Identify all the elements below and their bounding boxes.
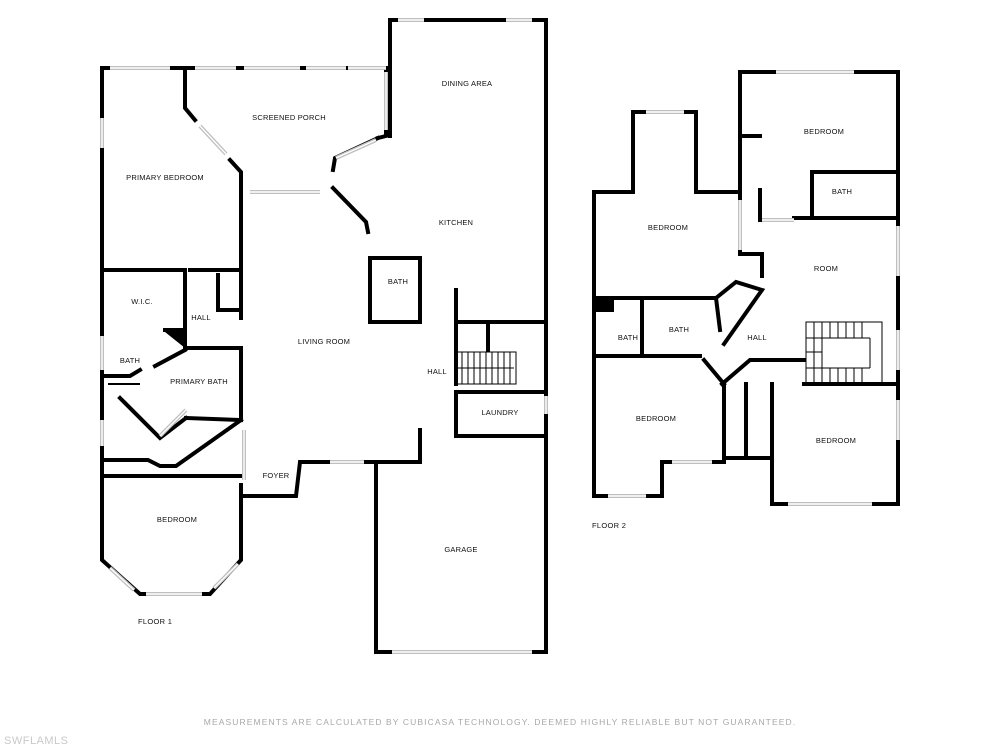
room-label-hall: HALL [747, 333, 767, 342]
room-label-screened-porch: SCREENED PORCH [252, 113, 326, 122]
floor-2: BEDROOM BATH BEDROOM ROOM BATH BATH HALL… [592, 70, 900, 530]
room-label-primary-bath: PRIMARY BATH [170, 377, 228, 386]
room-label-bath: BATH [388, 277, 408, 286]
room-label-kitchen: KITCHEN [439, 218, 473, 227]
room-label-primary-bedroom: PRIMARY BEDROOM [126, 173, 204, 182]
room-label-room: ROOM [814, 264, 838, 273]
watermark: SWFLAMLS [4, 735, 69, 747]
room-label-foyer: FOYER [263, 471, 290, 480]
room-label-bath: BATH [120, 356, 140, 365]
floor-2-stairs [805, 321, 883, 385]
room-label-bedroom: BEDROOM [804, 127, 844, 136]
room-label-bath: BATH [618, 333, 638, 342]
floor-2-labels: BEDROOM BATH BEDROOM ROOM BATH BATH HALL… [592, 127, 856, 530]
room-label-bedroom: BEDROOM [648, 223, 688, 232]
room-label-laundry: LAUNDRY [481, 408, 518, 417]
room-label-dining-area: DINING AREA [442, 79, 493, 88]
room-label-bedroom: BEDROOM [816, 436, 856, 445]
floor-label: FLOOR 2 [592, 521, 626, 530]
measurement-disclaimer: MEASUREMENTS ARE CALCULATED BY CUBICASA … [203, 717, 797, 727]
floor-1-windows [100, 18, 548, 654]
room-label-garage: GARAGE [444, 545, 477, 554]
room-label-bedroom: BEDROOM [636, 414, 676, 423]
floor-label: FLOOR 1 [138, 617, 172, 626]
room-label-hall: HALL [191, 313, 211, 322]
room-label-living-room: LIVING ROOM [298, 337, 350, 346]
floor-1: PRIMARY BEDROOM SCREENED PORCH DINING AR… [100, 18, 548, 654]
room-label-bath: BATH [669, 325, 689, 334]
floor-1-stairs [455, 351, 517, 385]
room-label-wic: W.I.C. [131, 297, 153, 306]
floor-1-labels: PRIMARY BEDROOM SCREENED PORCH DINING AR… [120, 79, 518, 626]
floor-1-walls [100, 18, 548, 654]
room-label-bath: BATH [832, 187, 852, 196]
room-label-bedroom: BEDROOM [157, 515, 197, 524]
room-label-hall: HALL [427, 367, 447, 376]
floor-2-windows [608, 70, 900, 506]
